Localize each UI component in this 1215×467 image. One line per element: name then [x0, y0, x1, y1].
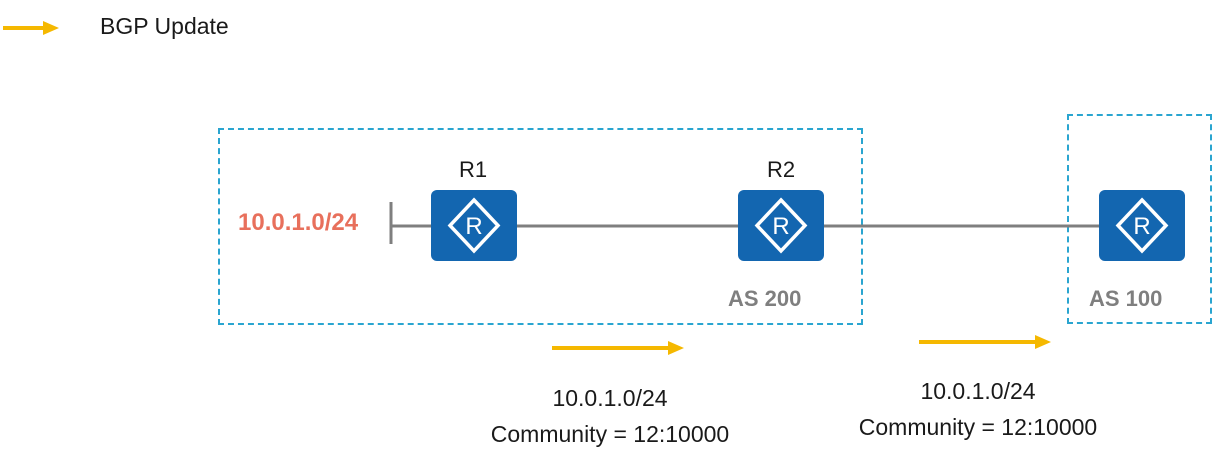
svg-text:R: R [1133, 213, 1150, 240]
router-r1: R [431, 190, 517, 261]
router-r2-name: R2 [767, 157, 796, 182]
router-r1-name: R1 [459, 157, 488, 182]
as100-boundary [1067, 114, 1212, 324]
bgp-update-arrow-icon [919, 335, 1051, 349]
update-community: Community = 12:10000 [490, 421, 730, 447]
router-icon: R [447, 197, 501, 254]
bgp-update-arrow-icon [552, 341, 684, 355]
bgp-update-2: 10.0.1.0/24 Community = 12:10000 [838, 373, 1118, 445]
router-icon: R [1115, 197, 1169, 254]
legend-arrow-icon [3, 21, 59, 35]
router-as100: R [1099, 190, 1185, 261]
router-icon: R [754, 197, 808, 254]
as100-label: AS 100 [1089, 286, 1163, 311]
update-community: Community = 12:10000 [858, 414, 1098, 440]
advertised-prefix-label: 10.0.1.0/24 [238, 209, 359, 236]
bgp-update-1: 10.0.1.0/24 Community = 12:10000 [470, 380, 750, 452]
update-prefix: 10.0.1.0/24 [552, 385, 668, 411]
router-r2: R [738, 190, 824, 261]
as200-label: AS 200 [728, 286, 802, 311]
update-prefix: 10.0.1.0/24 [920, 378, 1036, 404]
svg-text:R: R [465, 213, 482, 240]
legend-label: BGP Update [100, 13, 229, 39]
svg-text:R: R [772, 213, 789, 240]
